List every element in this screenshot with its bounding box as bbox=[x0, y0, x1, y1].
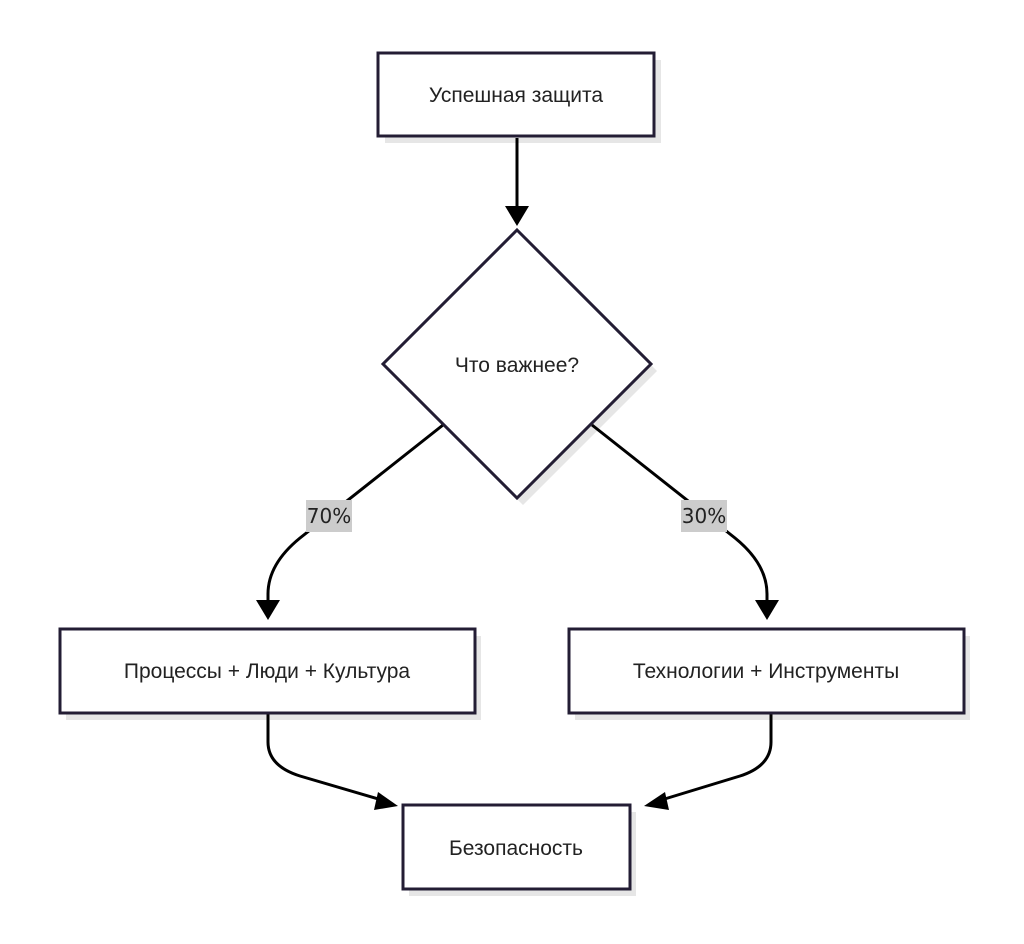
edge-left-to-end bbox=[266, 712, 386, 803]
node-right: Технологии + Инструменты bbox=[567, 627, 966, 715]
node-left-label: Процессы + Люди + Культура bbox=[124, 660, 411, 683]
edge-decision-to-right-arrow bbox=[755, 600, 779, 620]
node-start-label: Успешная защита bbox=[429, 84, 604, 107]
node-right-label: Технологии + Инструменты bbox=[633, 660, 899, 683]
edge-label-70: 70% bbox=[306, 500, 352, 532]
node-start: Успешная защита bbox=[376, 51, 656, 138]
node-end: Безопасность bbox=[401, 803, 632, 891]
node-decision-label: Что важнее? bbox=[455, 354, 579, 377]
edge-start-to-decision-arrow bbox=[505, 206, 529, 226]
edge-label-right-text: 30% bbox=[682, 504, 726, 528]
node-left: Процессы + Люди + Культура bbox=[58, 627, 477, 715]
edge-decision-to-left-arrow bbox=[256, 600, 280, 620]
edges bbox=[256, 138, 779, 810]
edge-decision-to-left bbox=[266, 423, 444, 606]
edge-right-to-end-arrow bbox=[644, 792, 669, 810]
edge-label-left-text: 70% bbox=[307, 504, 351, 528]
edge-label-30: 30% bbox=[681, 500, 727, 532]
node-decision: Что важнее? bbox=[380, 227, 654, 501]
edge-decision-to-right bbox=[591, 423, 769, 606]
edge-left-to-end-arrow bbox=[374, 792, 398, 810]
edge-right-to-end bbox=[657, 712, 773, 803]
node-end-label: Безопасность bbox=[449, 837, 583, 860]
